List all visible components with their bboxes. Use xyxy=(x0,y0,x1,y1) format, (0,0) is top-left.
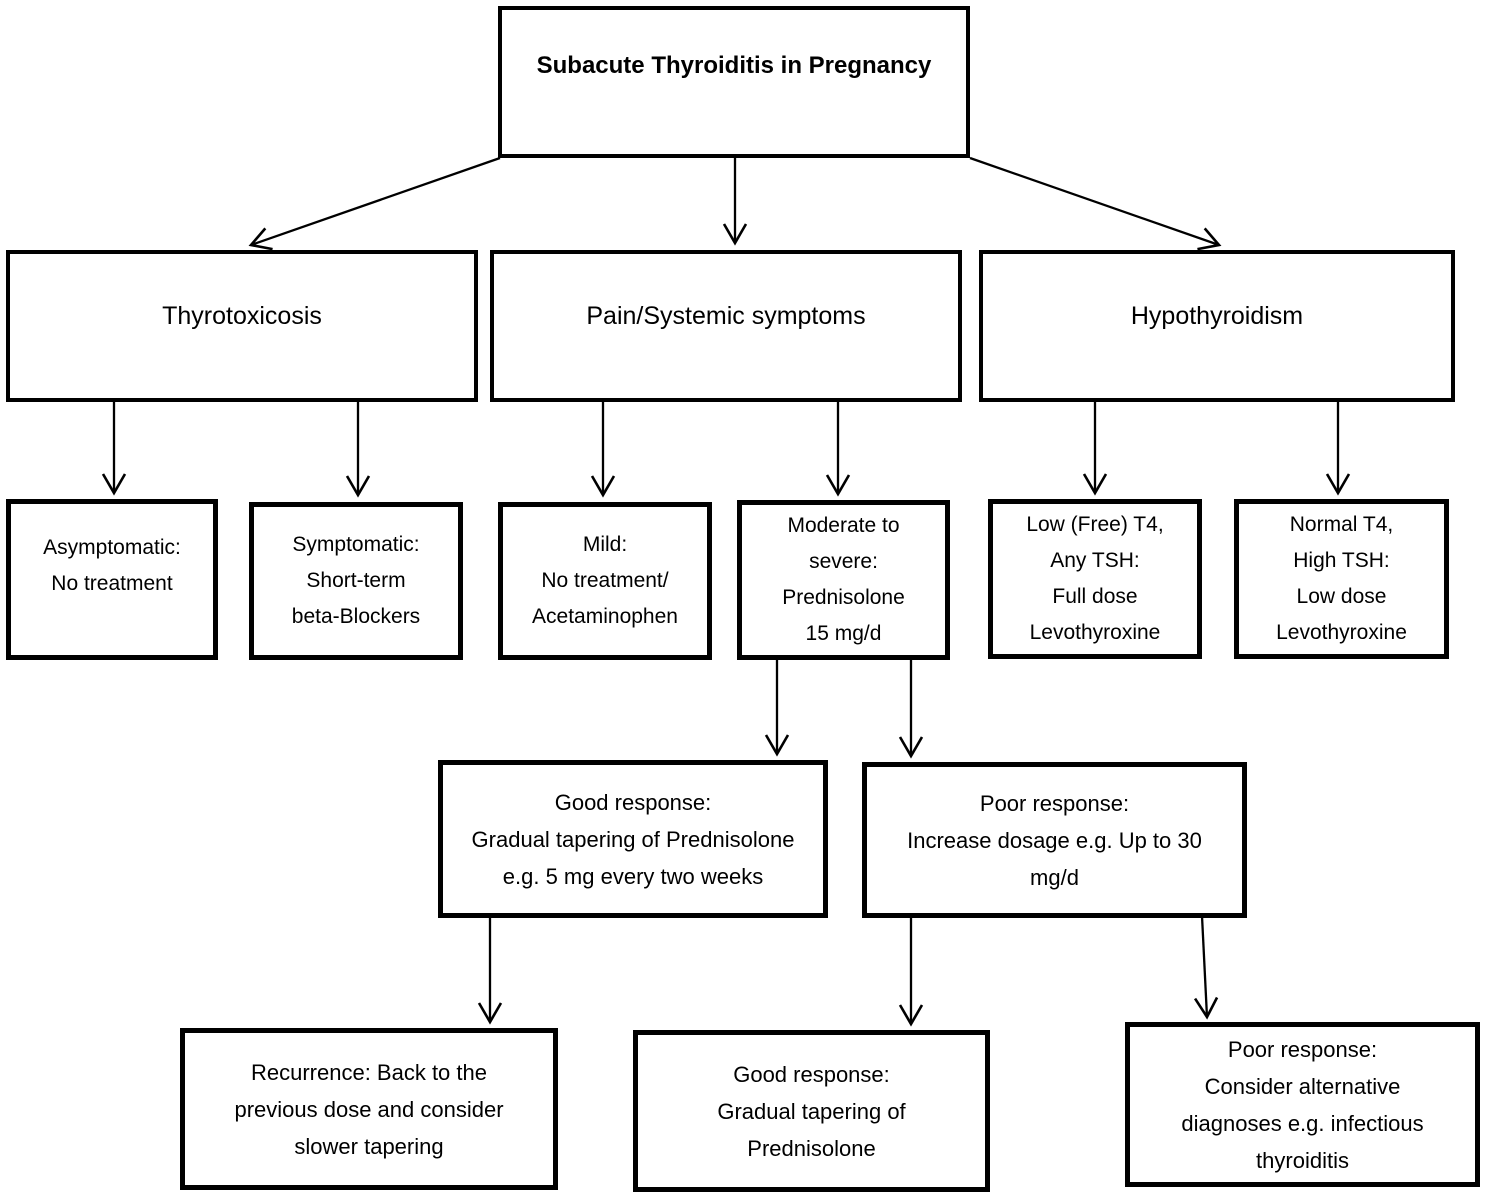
arrow-root-to-thyrotoxicosis xyxy=(248,156,501,251)
node-poor-response-alternative-diagnoses: Poor response: Consider alternative diag… xyxy=(1125,1022,1480,1187)
node-poor-response-increase-dosage: Poor response: Increase dosage e.g. Up t… xyxy=(862,762,1247,918)
node-pain-systemic-symptoms: Pain/Systemic symptoms xyxy=(490,250,962,402)
node-symptomatic: Symptomatic: Short-term beta-Blockers xyxy=(249,502,463,660)
arrow-root-to-hypothyroidism xyxy=(969,156,1222,251)
arrow-poor1-to-poor2 xyxy=(1193,915,1219,1020)
node-recurrence: Recurrence: Back to the previous dose an… xyxy=(180,1028,558,1190)
node-good-response-final: Good response: Gradual tapering of Predn… xyxy=(633,1030,990,1192)
node-hypothyroidism: Hypothyroidism xyxy=(979,250,1455,402)
node-mild: Mild: No treatment/ Acetaminophen xyxy=(498,502,712,660)
node-normal-t4: Normal T4, High TSH: Low dose Levothyrox… xyxy=(1234,499,1449,659)
node-moderate-severe: Moderate to severe: Prednisolone 15 mg/d xyxy=(737,500,950,660)
node-good-response-tapering: Good response: Gradual tapering of Predn… xyxy=(438,760,828,918)
node-low-free-t4: Low (Free) T4, Any TSH: Full dose Levoth… xyxy=(988,499,1202,659)
node-root: Subacute Thyroiditis in Pregnancy xyxy=(498,6,970,158)
node-asymptomatic: Asymptomatic: No treatment xyxy=(6,499,218,660)
node-thyrotoxicosis: Thyrotoxicosis xyxy=(6,250,478,402)
